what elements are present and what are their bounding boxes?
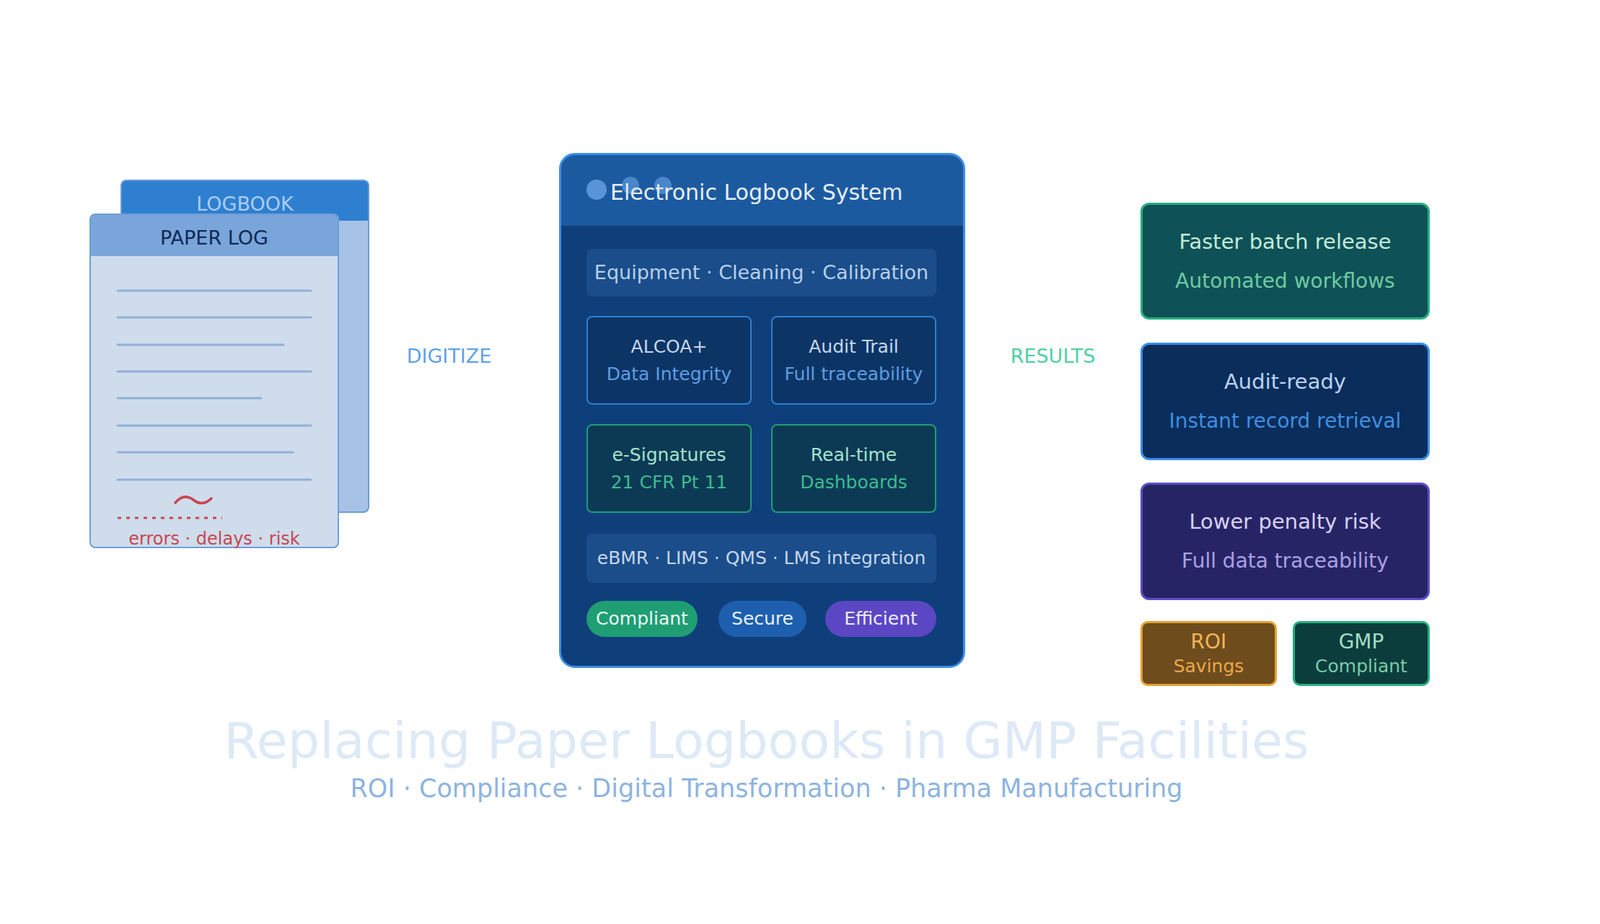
node-text: Compliant	[595, 608, 689, 630]
feature-box: e-Signatures 21 CFR Pt 11	[586, 424, 752, 513]
system-panel: Equipment · Cleaning · CalibrationALCOA+…	[559, 152, 966, 668]
node-text: LOGBOOK	[121, 192, 368, 216]
node-text: 21 CFR Pt 11	[611, 471, 728, 494]
diagram-caption: ROI · Compliance · Digital Transformatio…	[0, 773, 1533, 804]
feature-box: ALCOA+ Data Integrity	[586, 315, 752, 405]
edge-label: RESULTS	[944, 344, 1162, 368]
node-text: Equipment · Cleaning · Calibration	[594, 261, 929, 285]
node-text: GMP	[1338, 629, 1385, 655]
pill-badge: Secure	[718, 600, 807, 637]
node-text: Full traceability	[784, 363, 924, 386]
node-text: Faster batch release	[1178, 229, 1391, 255]
node-text: PAPER LOG	[90, 226, 338, 250]
node-text: Electronic Logbook System	[610, 179, 904, 206]
node-text: errors · delays · risk	[90, 528, 338, 550]
node-text: Data Integrity	[606, 363, 733, 386]
navy-panel	[0, 0, 1533, 812]
node-text: Instant record retrieval	[1169, 409, 1402, 434]
node-text: eBMR · LIMS · QMS · LMS integration	[597, 547, 927, 570]
node-text: e-Signatures	[611, 444, 726, 467]
pill-badge: Compliant	[586, 600, 698, 637]
paper-log-card: PAPER LOG errors · delays · risk	[89, 213, 340, 549]
diagram-title: Replacing Paper Logbooks in GMP Faciliti…	[0, 710, 1533, 772]
pill-badge: Efficient	[825, 600, 937, 637]
results-arrow	[965, 380, 1141, 384]
node-text: Automated workflows	[1175, 269, 1395, 294]
deco-circle	[20, 471, 429, 880]
kpi-badge: GMPCompliant	[1292, 621, 1430, 687]
feature-box: Audit TrailFull traceability	[771, 315, 937, 405]
node-text: Audit-ready	[1224, 369, 1347, 395]
result-box: Lower penalty riskFull data traceability	[1140, 482, 1430, 601]
node-text: Real-time	[810, 444, 897, 467]
node-text: Audit Trail	[808, 336, 899, 358]
grid-lines	[0, 0, 1533, 812]
result-box: Audit-readyInstant record retrieval	[1140, 342, 1430, 461]
kpi-badge: ROISavings	[1140, 621, 1277, 687]
result-box: Faster batch releaseAutomated workflows	[1140, 202, 1430, 320]
node-text: Dashboards	[800, 471, 908, 494]
node-text: Lower penalty risk	[1188, 509, 1381, 535]
node-text: ROI	[1190, 629, 1228, 655]
module-band: Equipment · Cleaning · Calibration	[586, 248, 937, 297]
node-text: Efficient	[844, 608, 918, 630]
node-text: Secure	[731, 608, 794, 630]
digitize-arrow	[339, 380, 560, 384]
node-text: ALCOA+	[631, 336, 708, 358]
node-text: Full data traceability	[1181, 548, 1389, 574]
node-text: Savings	[1173, 655, 1245, 678]
integration-band: eBMR · LIMS · QMS · LMS integration	[586, 533, 937, 583]
feature-box: Real-timeDashboards	[771, 424, 937, 513]
node-text: Compliant	[1315, 655, 1408, 678]
edge-label: DIGITIZE	[341, 344, 558, 368]
